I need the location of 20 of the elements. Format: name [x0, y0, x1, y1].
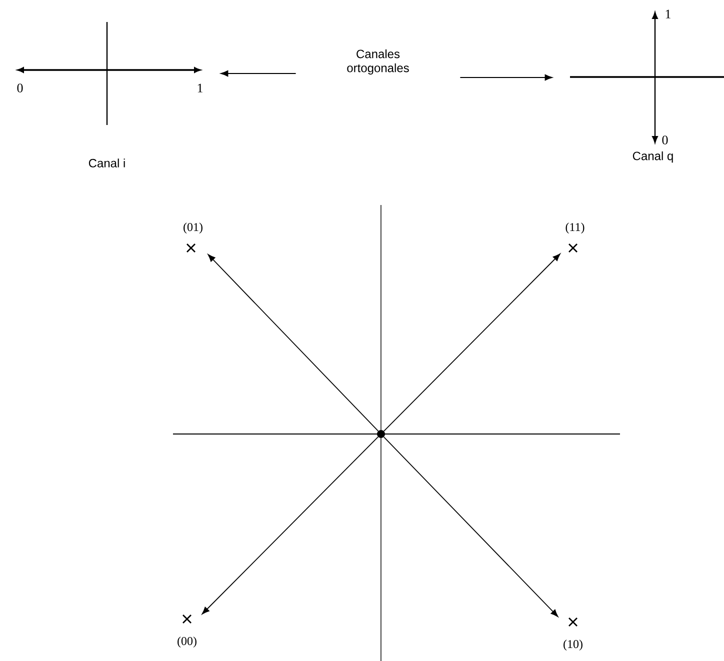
channel-caption: Canal i: [88, 158, 125, 168]
axis-value: 1: [666, 10, 670, 18]
axes-drawing: [18, 22, 200, 125]
arrow: [460, 74, 552, 80]
axis-value: 1: [198, 84, 202, 92]
arrow: [383, 436, 558, 617]
arrow: [220, 70, 296, 76]
point-label: (11): [566, 222, 584, 234]
arrow: [384, 254, 560, 432]
center-dot: [377, 430, 385, 438]
arrow: [202, 436, 378, 614]
arrow: [208, 254, 379, 432]
point-label: (10): [564, 640, 582, 651]
axis-value: 0: [662, 136, 668, 144]
axis-value: 0: [17, 84, 23, 92]
axes-drawing: [570, 12, 724, 144]
center-text: Canales ortogonales: [347, 49, 409, 75]
point-label: (01): [184, 222, 202, 234]
channel-caption: Canal q: [632, 151, 673, 163]
point-label: (00): [178, 636, 196, 648]
